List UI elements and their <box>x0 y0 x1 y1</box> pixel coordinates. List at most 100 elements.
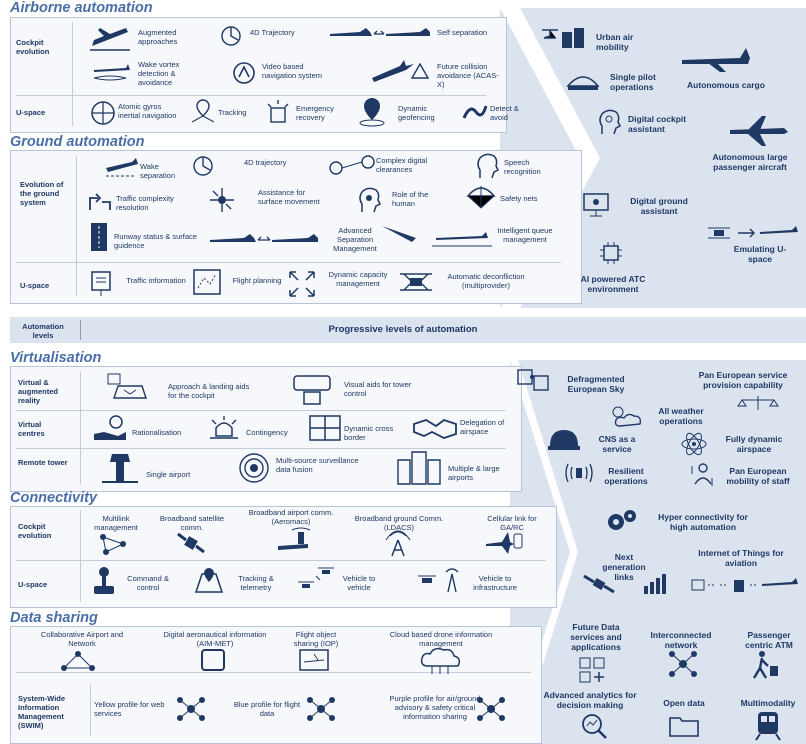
item-cns-service: CNS as a service <box>598 434 636 454</box>
cargo-plane-icon <box>682 48 750 72</box>
row-label-virtual-centres: Virtual centres <box>18 420 45 438</box>
satellite-signal-icon <box>583 574 666 594</box>
passenger-jet-icon <box>730 116 788 146</box>
section-title-airborne: Airborne automation <box>10 0 153 16</box>
divider <box>80 372 81 484</box>
control-tower-icon <box>102 454 138 483</box>
item-multi-source: Multi-source surveillance data fusion <box>276 456 359 474</box>
item-cellular-link: Cellular link for GA/RC <box>487 514 537 532</box>
airport-comm-icon <box>278 527 311 550</box>
divider <box>72 22 73 126</box>
item-approach-landing: Approach & landing aids for the cockpit <box>168 382 250 400</box>
section-box-virtualisation <box>10 366 522 492</box>
item-dynamic-geofencing: Dynamic geofencing <box>398 104 435 122</box>
item-advanced-separation: Advanced Separation Management <box>333 226 377 253</box>
tower-visual-icon <box>293 375 331 405</box>
row-label-ground-system: Evolution of the ground system <box>20 180 64 207</box>
item-digital-ground: Digital ground assistant <box>630 196 688 216</box>
item-atomic-gyros: Atomic gyros inertial navigation <box>118 102 177 120</box>
network-node-icon <box>177 697 205 721</box>
automation-levels-label: Automation levels <box>22 322 64 340</box>
weather-icon <box>612 406 642 427</box>
speech-icon <box>477 153 500 179</box>
item-4d-trajectory-ground: 4D trajectory <box>244 158 287 167</box>
item-vehicle-to-infrastructure: Vehicle to infrastructure <box>473 574 517 592</box>
item-ai-powered-atc: AI powered ATC environment <box>580 274 646 294</box>
item-digital-cockpit: Digital cockpit assistant <box>628 114 687 134</box>
item-all-weather: All weather operations <box>658 406 704 426</box>
analytics-icon <box>582 714 607 739</box>
item-collision-avoidance: Future collision avoidance (ACAS-X) <box>437 62 499 89</box>
apps-grid-icon <box>579 657 605 683</box>
section-title-ground: Ground automation <box>10 134 145 150</box>
item-4d-trajectory: 4D Trajectory <box>250 28 295 37</box>
divider <box>16 672 531 673</box>
wake-vortex-icon <box>93 64 130 81</box>
expand-arrows-icon <box>289 271 315 297</box>
item-command-control: Command & control <box>127 574 169 592</box>
item-emergency-recovery: Emergency recovery <box>296 104 334 122</box>
ground-assistant-icon <box>583 193 609 217</box>
queue-icon <box>382 226 492 247</box>
item-yellow-profile: Yellow profile for web services <box>94 700 165 718</box>
complexity-icon <box>89 193 111 210</box>
runway-icon <box>91 223 107 251</box>
rationalisation-icon <box>94 415 126 440</box>
human-head-icon <box>359 187 382 213</box>
item-wake-vortex: Wake vortex detection & avoidance <box>138 60 180 87</box>
item-detect-avoid: Detect & avoid <box>490 104 519 122</box>
tablet-icon <box>201 649 225 671</box>
item-multimodality: Multimodality <box>740 698 796 708</box>
drone-plane-icon <box>708 226 798 239</box>
item-delegation-airspace: Delegation of airspace <box>460 418 505 436</box>
section-title-datasharing: Data sharing <box>10 610 98 626</box>
item-tracking: Tracking <box>218 108 247 117</box>
multilink-icon <box>100 534 126 555</box>
self-separation-icon <box>330 28 430 36</box>
alarm-light-icon <box>210 416 238 439</box>
item-single-airport: Single airport <box>146 470 191 479</box>
traffic-info-icon <box>91 271 111 296</box>
item-visual-aids-tower: Visual aids for tower control <box>344 380 412 398</box>
mobility-staff-icon <box>691 463 713 486</box>
divider <box>16 410 506 411</box>
row-label-vr: Virtual & augmented reality <box>18 378 59 405</box>
cloud-icon <box>420 647 461 674</box>
item-collaborative-airport: Collaborative Airport and Network <box>40 630 124 648</box>
atom-icon <box>681 432 707 456</box>
item-iot-aviation: Internet of Things for aviation <box>698 548 784 568</box>
item-broadband-airport: Broadband airport comm. (Aeromacs) <box>248 508 334 526</box>
divider <box>16 448 506 449</box>
cross-border-icon <box>309 415 341 441</box>
item-urban-air-mobility: Urban air mobility <box>596 32 634 52</box>
divider <box>76 156 77 296</box>
row-label-swim: System-Wide Information Management (SWIM… <box>18 694 66 730</box>
row-label-remote-tower: Remote tower <box>18 458 68 467</box>
item-automatic-deconfliction: Automatic deconfliction (multiprovider) <box>447 272 525 290</box>
divider <box>16 95 486 96</box>
item-vehicle-to-vehicle: Vehicle to vehicle <box>342 574 376 592</box>
item-flight-object: Flight object sharing (IOP) <box>293 630 339 648</box>
divider <box>80 510 81 602</box>
item-speech-recognition: Speech recognition <box>504 158 541 176</box>
vr-headset-icon <box>107 373 147 399</box>
detect-avoid-icon <box>462 105 488 119</box>
section-box-datasharing <box>10 626 542 744</box>
row-label-cockpit-conn: Cockpit evolution <box>18 522 52 540</box>
item-broadband-satellite: Broadband satellite comm. <box>159 514 225 532</box>
item-cloud-drone: Cloud based drone information management <box>389 630 493 648</box>
gyro-icon <box>91 101 115 125</box>
item-flight-planning: Flight planning <box>232 276 282 285</box>
joystick-icon <box>94 567 114 594</box>
folder-icon <box>669 717 699 737</box>
iot-devices-icon <box>691 578 798 592</box>
geofencing-icon <box>359 98 385 127</box>
tracking-icon <box>191 99 215 123</box>
item-multiple-large: Multiple & large airports <box>448 464 500 482</box>
urban-mobility-icon <box>542 28 584 48</box>
item-emulating-uspace: Emulating U-space <box>733 244 787 264</box>
row-label-uspace: U-space <box>16 108 46 117</box>
item-resilient: Resilient operations <box>604 466 648 486</box>
divider <box>16 560 546 561</box>
item-digital-clearances: Complex digital clearances <box>376 156 428 174</box>
